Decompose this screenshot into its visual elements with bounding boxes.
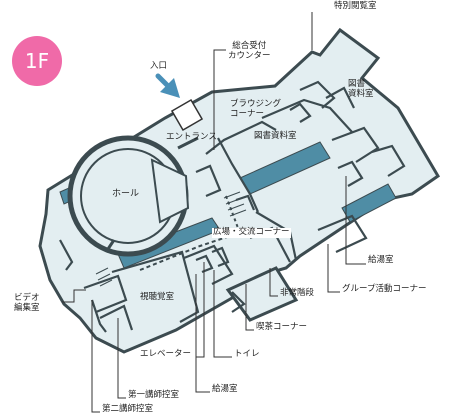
wall — [83, 274, 128, 314]
leader-emergency-stairs — [269, 268, 278, 297]
hall-door — [104, 239, 116, 253]
wall — [217, 137, 260, 213]
callout-special-reading: 特別閲覧室 — [334, 1, 377, 11]
wall — [111, 250, 200, 323]
callout-kitchenette-right: 給湯室 — [368, 255, 394, 265]
wall — [261, 98, 353, 133]
leader-toilet — [213, 270, 232, 358]
callout-reception: 総合受付 カウンター — [228, 41, 271, 61]
wall — [183, 244, 234, 285]
stair-step — [225, 197, 243, 205]
wall — [231, 291, 246, 313]
callout-tea-corner: 喫茶コーナー — [256, 322, 308, 332]
stair-step — [227, 203, 245, 211]
hall-structure — [67, 135, 199, 257]
wall — [99, 304, 134, 331]
wall — [289, 102, 312, 123]
entrance-arrow-head — [160, 78, 180, 98]
leader-reception — [213, 49, 226, 150]
leader-tea-corner — [245, 284, 254, 331]
wall — [317, 214, 368, 253]
wall — [195, 164, 222, 198]
wall — [337, 160, 364, 187]
leader-elevator — [196, 262, 205, 358]
room-viewing: 視聴覚室 — [140, 292, 175, 302]
wall — [59, 239, 74, 271]
wall — [299, 80, 336, 109]
wall — [205, 120, 277, 155]
room-hall: ホール — [112, 189, 140, 199]
wall — [331, 126, 380, 163]
leader-video-editing — [62, 289, 86, 303]
floor-badge: 1F — [12, 36, 62, 86]
wall — [371, 144, 406, 177]
stair-step — [223, 191, 241, 199]
room-entrance-hall: エントランス — [166, 132, 217, 142]
leader-group-activity — [327, 244, 340, 293]
callout-video-editing: ビデオ 編集室 — [14, 293, 40, 313]
plaza-boundary — [139, 235, 231, 271]
callout-emergency-stairs: 非常階段 — [280, 288, 315, 298]
callout-kitchenette-bottom: 給湯室 — [212, 384, 238, 394]
stairs — [95, 191, 247, 287]
leader-lecturer-2 — [91, 300, 100, 413]
stair-step — [95, 267, 109, 275]
building-main — [38, 27, 440, 354]
highlight-areas — [59, 141, 397, 269]
leader-lecturer-1 — [117, 318, 126, 399]
floor-label: 1F — [24, 49, 50, 73]
room-library: 図書資料室 — [254, 131, 297, 141]
building-outline — [38, 27, 440, 354]
room-plaza: 広場・交流コーナー — [212, 227, 291, 238]
wall — [325, 86, 355, 109]
callout-lecturer-2: 第二講師控室 — [102, 404, 154, 414]
wall — [211, 246, 230, 268]
wall — [195, 254, 214, 274]
stair-step — [99, 279, 113, 287]
stair-step — [229, 209, 247, 217]
entrance-door — [170, 98, 204, 132]
stair-step — [97, 273, 111, 281]
callout-elevator: エレベーター — [140, 349, 192, 359]
hall-stage — [150, 158, 190, 224]
wall — [90, 299, 107, 333]
room-library-2: 図書 資料室 — [348, 79, 374, 99]
hall-door — [177, 136, 199, 150]
entrance-arrow-shaft — [155, 73, 171, 89]
callout-lecturer-1: 第一講師控室 — [128, 390, 180, 400]
building-wing — [225, 266, 299, 322]
leader-kitchenette-bottom — [195, 274, 210, 393]
entrance-arrow-icon — [155, 73, 180, 98]
entrance-label: 入口 — [150, 61, 168, 71]
room-browsing: ブラウジング コーナー — [230, 99, 282, 119]
callout-group-activity: グループ活動コーナー — [342, 284, 427, 294]
leader-lines — [62, 12, 366, 413]
callout-toilet: トイレ — [234, 349, 260, 359]
leader-kitchenette-right — [345, 176, 366, 265]
